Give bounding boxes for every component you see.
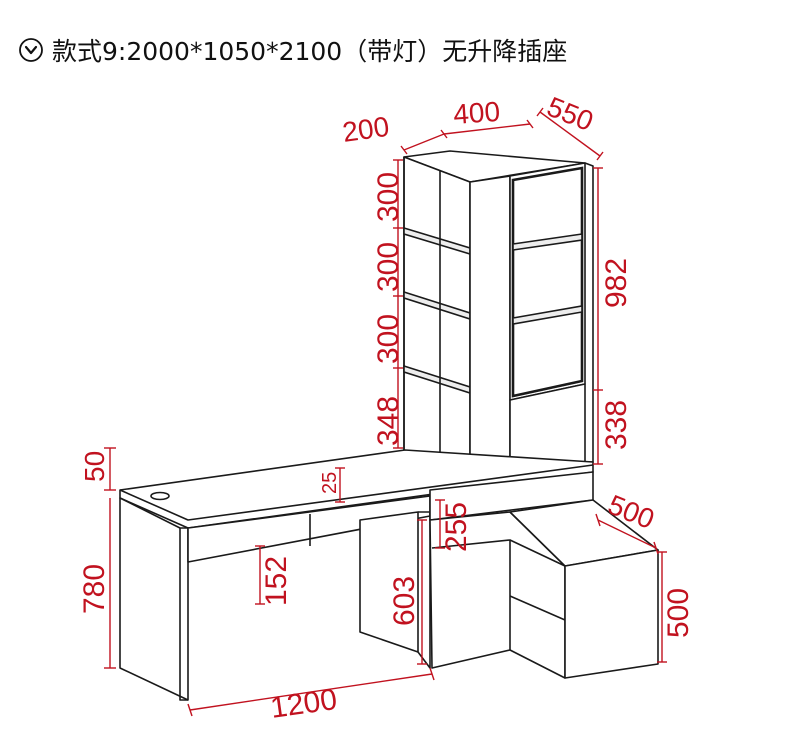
dim-50: 50	[79, 451, 110, 482]
dim-152: 152	[260, 556, 293, 606]
dimension-lines	[104, 107, 667, 717]
dim-25: 25	[319, 472, 341, 494]
page-title: 款式9:2000*1050*2100（带灯）无升降插座	[52, 37, 568, 66]
desk-drawing	[119, 150, 659, 701]
dimension-labels: 200 400 550 300 300 300 348 982 338 50 2…	[78, 91, 695, 725]
side-cabinet-front	[564, 549, 659, 679]
dim-255: 255	[440, 502, 473, 552]
header: 款式9:2000*1050*2100（带灯）无升降插座	[18, 30, 567, 70]
dim-300-a: 300	[372, 172, 405, 222]
dim-400: 400	[452, 96, 501, 130]
dim-300-b: 300	[372, 242, 405, 292]
dim-200: 200	[341, 111, 392, 148]
open-shelf-unit	[403, 156, 471, 479]
glass-cabinet	[509, 162, 586, 401]
dim-1200: 1200	[268, 683, 339, 725]
dim-338: 338	[600, 400, 633, 450]
cable-grommet	[150, 491, 170, 501]
dim-603: 603	[388, 576, 421, 626]
middle-panel	[469, 175, 511, 479]
dim-500-height: 500	[662, 588, 695, 638]
dim-550: 550	[543, 91, 598, 137]
dim-348: 348	[372, 396, 405, 446]
dim-780: 780	[78, 564, 111, 614]
left-leg-panel	[119, 497, 189, 701]
dim-300-c: 300	[372, 314, 405, 364]
chevron-down-circle-icon	[19, 38, 43, 62]
dim-982: 982	[600, 258, 633, 308]
